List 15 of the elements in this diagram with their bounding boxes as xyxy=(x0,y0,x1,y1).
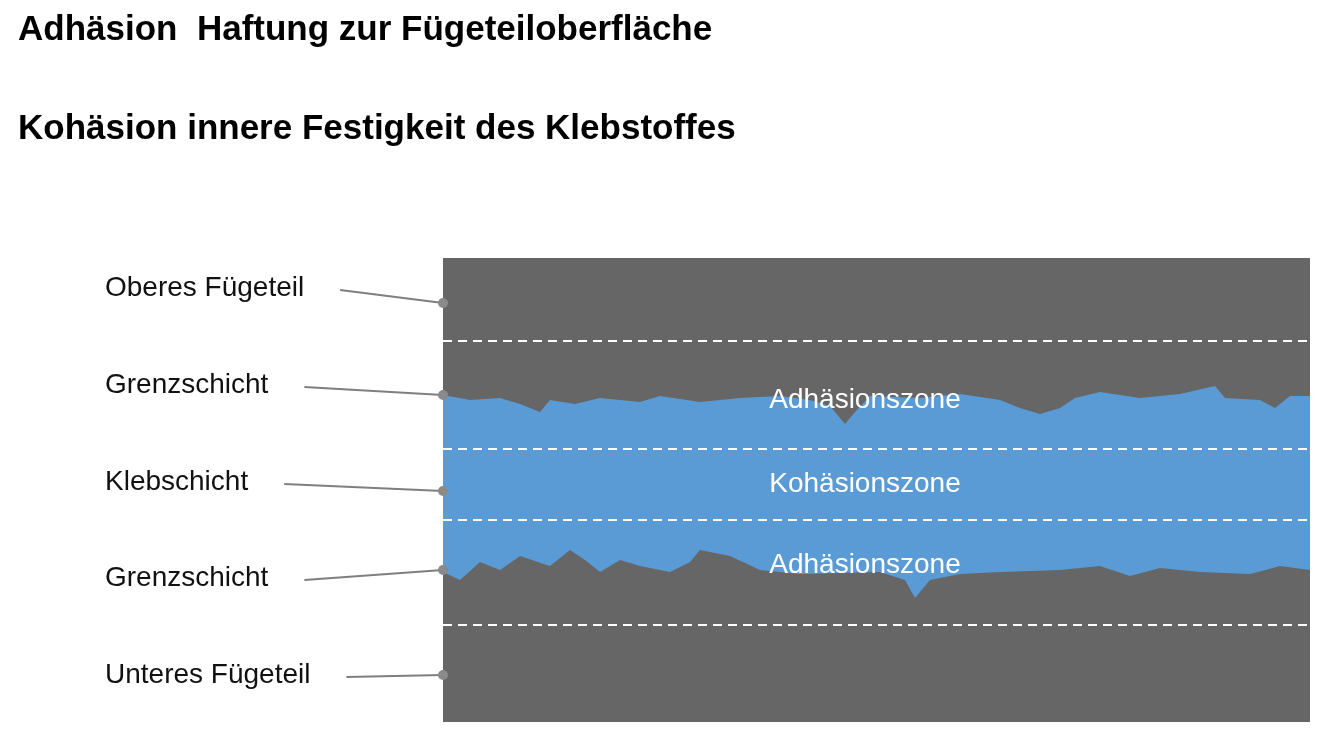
leader-line xyxy=(339,289,448,308)
heading: Kohäsion innere Festigkeit des Klebstoffes xyxy=(18,109,736,144)
part-label: Oberes Fügeteil xyxy=(105,273,305,301)
zone-label: Adhäsionszone xyxy=(769,385,961,413)
zone-label: Adhäsionszone xyxy=(769,550,961,578)
leader-line xyxy=(283,483,448,496)
zone-label: Kohäsionszone xyxy=(769,469,961,497)
part-label: Unteres Fügeteil xyxy=(105,660,311,688)
heading: Adhäsion Haftung zur Fügeteiloberfläche xyxy=(18,10,713,45)
part-label: Grenzschicht xyxy=(105,563,269,591)
part-label: Grenzschicht xyxy=(105,370,269,398)
leader-line xyxy=(303,565,448,581)
leader-line xyxy=(345,670,448,680)
part-label: Klebschicht xyxy=(105,467,249,495)
leader-line xyxy=(303,386,448,400)
